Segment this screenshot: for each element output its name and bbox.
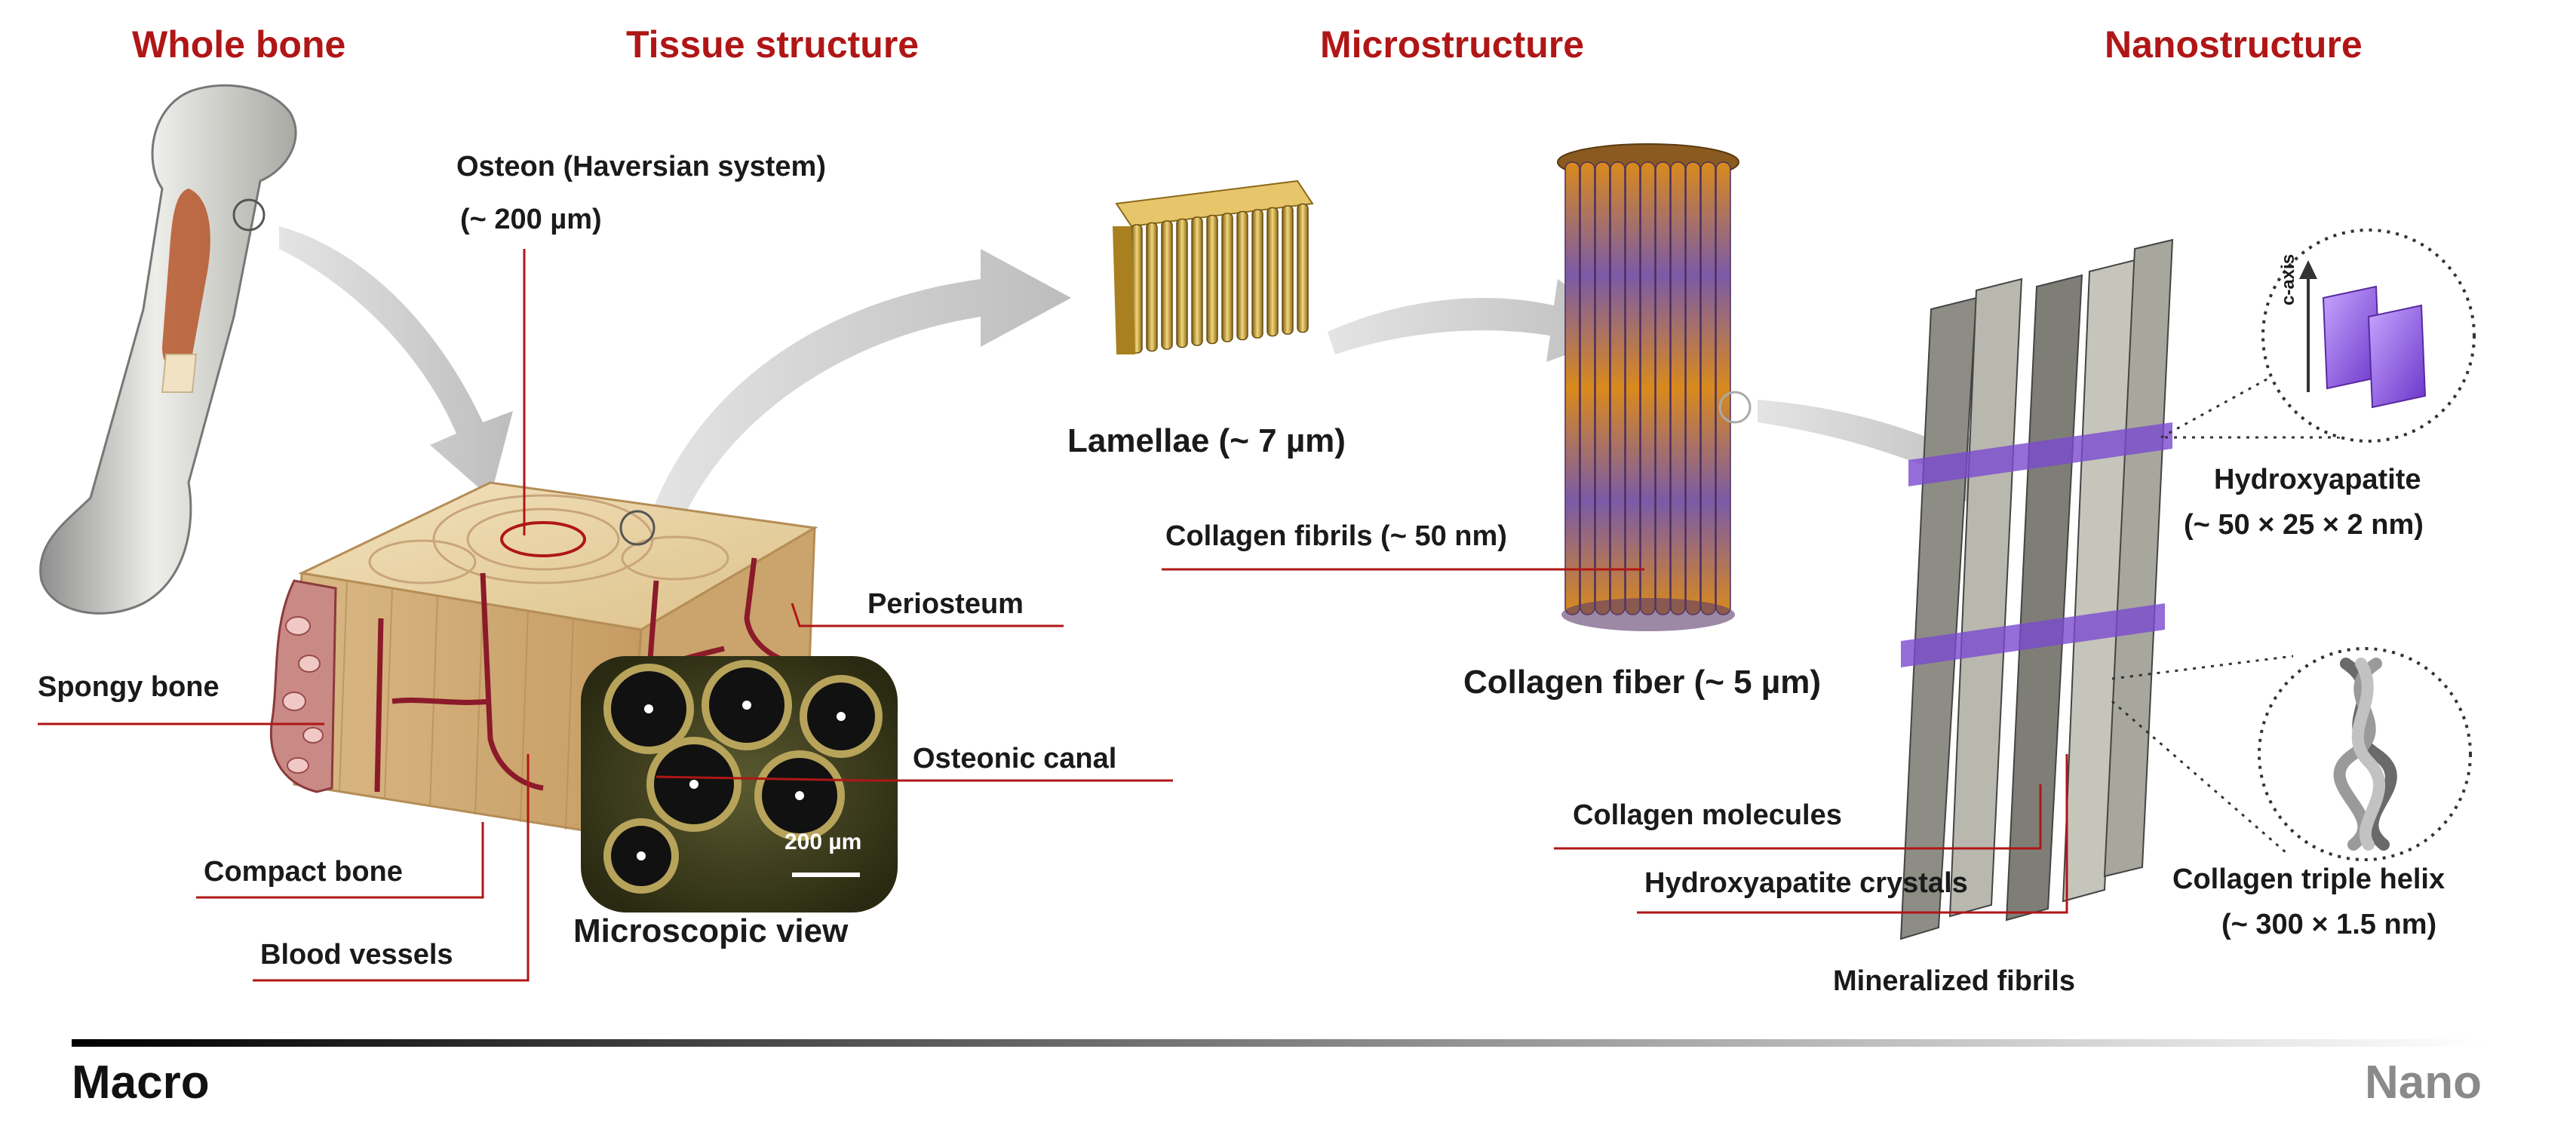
label-blood-vessels: Blood vessels bbox=[260, 939, 453, 971]
mineralized-fibrils-illustration bbox=[1899, 238, 2174, 940]
label-periosteum: Periosteum bbox=[867, 588, 1024, 620]
label-lamellae: Lamellae (~ 7 µm) bbox=[1067, 422, 1346, 459]
mineralized-fibril-plate bbox=[1948, 278, 2023, 918]
collagen-fibril-rod bbox=[1715, 161, 1731, 615]
lamellae-illustration bbox=[1113, 179, 1314, 354]
collagen-fibril-rod bbox=[1580, 161, 1595, 615]
triple-helix-inset bbox=[2111, 647, 2472, 861]
hydroxyapatite-crystal-band bbox=[1908, 422, 2172, 486]
label-mineralized-fibrils: Mineralized fibrils bbox=[1833, 965, 2075, 997]
lamella-rod bbox=[1267, 207, 1279, 337]
collagen-fibril-rod bbox=[1595, 161, 1610, 615]
lamella-rod bbox=[1251, 209, 1263, 339]
label-triple-helix-size: (~ 300 × 1.5 nm) bbox=[2221, 909, 2437, 940]
arrow-tissue-to-lamellae bbox=[649, 249, 1071, 528]
label-osteonic-canal: Osteonic canal bbox=[913, 743, 1117, 774]
lamella-rod bbox=[1297, 203, 1309, 333]
lamella-rod bbox=[1146, 222, 1158, 352]
lamella-rod bbox=[1176, 218, 1188, 348]
label-compact-bone: Compact bone bbox=[204, 856, 403, 888]
label-hydroxyapatite-size: (~ 50 × 25 × 2 nm) bbox=[2184, 509, 2424, 541]
label-osteon-size: (~ 200 µm) bbox=[460, 204, 602, 235]
collagen-fibril-rod bbox=[1685, 161, 1701, 615]
label-collagen-fiber: Collagen fiber (~ 5 µm) bbox=[1463, 664, 1821, 701]
label-osteon: Osteon (Haversian system) bbox=[456, 151, 826, 182]
label-spongy-bone: Spongy bone bbox=[38, 671, 220, 703]
arrow-bone-to-tissue bbox=[279, 226, 513, 498]
microscopic-view-image bbox=[581, 656, 898, 912]
hydroxyapatite-inset bbox=[2160, 229, 2476, 443]
arrow-lamellae-to-fiber bbox=[1328, 279, 1629, 362]
collagen-fibril-rod bbox=[1564, 161, 1580, 615]
bone-zoom-circle bbox=[232, 198, 266, 232]
mineralized-fibril-plate bbox=[2005, 274, 2083, 922]
collagen-fibril-rod bbox=[1700, 161, 1716, 615]
cortical-bone-block bbox=[269, 481, 818, 839]
mineralized-fibril-plate bbox=[2103, 238, 2174, 878]
collagen-fibril-rod bbox=[1655, 161, 1671, 615]
label-hydroxyapatite-crystals: Hydroxyapatite crystals bbox=[1644, 867, 1968, 899]
label-collagen-fibrils: Collagen fibrils (~ 50 nm) bbox=[1165, 520, 1507, 552]
label-triple-helix: Collagen triple helix bbox=[2172, 863, 2446, 895]
lamella-rod bbox=[1206, 214, 1218, 345]
label-microscopic-view: Microscopic view bbox=[573, 912, 849, 949]
zoom-arrows bbox=[279, 226, 2006, 528]
hydroxyapatite-crystal-band bbox=[1901, 603, 2165, 667]
collagen-fibril-rod bbox=[1610, 161, 1626, 615]
collagen-fibril-rod bbox=[1670, 161, 1686, 615]
header-microstructure: Microstructure bbox=[1320, 23, 1585, 66]
leader-lines bbox=[38, 249, 2068, 982]
collagen-fibril-rod bbox=[1625, 161, 1641, 615]
collagen-fiber-illustration bbox=[1557, 143, 1752, 631]
lamella-rod bbox=[1282, 205, 1294, 335]
label-hydroxyapatite: Hydroxyapatite bbox=[2214, 464, 2421, 495]
scale-label-macro: Macro bbox=[72, 1057, 210, 1109]
label-collagen-molecules: Collagen molecules bbox=[1573, 799, 1842, 831]
scale-label-nano: Nano bbox=[2365, 1057, 2482, 1109]
collagen-fibril-rod bbox=[1640, 161, 1656, 615]
lamella-rod bbox=[1236, 210, 1248, 341]
header-whole-bone: Whole bone bbox=[132, 23, 346, 66]
mineralized-fibril-plate bbox=[2062, 259, 2136, 903]
lamella-rod bbox=[1161, 220, 1173, 350]
lamella-rod bbox=[1191, 216, 1203, 346]
fiber-zoom-circle bbox=[1718, 391, 1752, 424]
whole-bone-illustration bbox=[39, 84, 297, 615]
label-c-axis: c-axis bbox=[2278, 253, 2298, 305]
macro-nano-scale-bar bbox=[72, 1039, 2485, 1047]
header-tissue-structure: Tissue structure bbox=[626, 23, 920, 66]
header-nanostructure: Nanostructure bbox=[2105, 23, 2363, 66]
label-scalebar: 200 µm bbox=[784, 830, 862, 854]
osteon-zoom-circle bbox=[619, 510, 656, 546]
lamella-rod bbox=[1221, 213, 1233, 342]
